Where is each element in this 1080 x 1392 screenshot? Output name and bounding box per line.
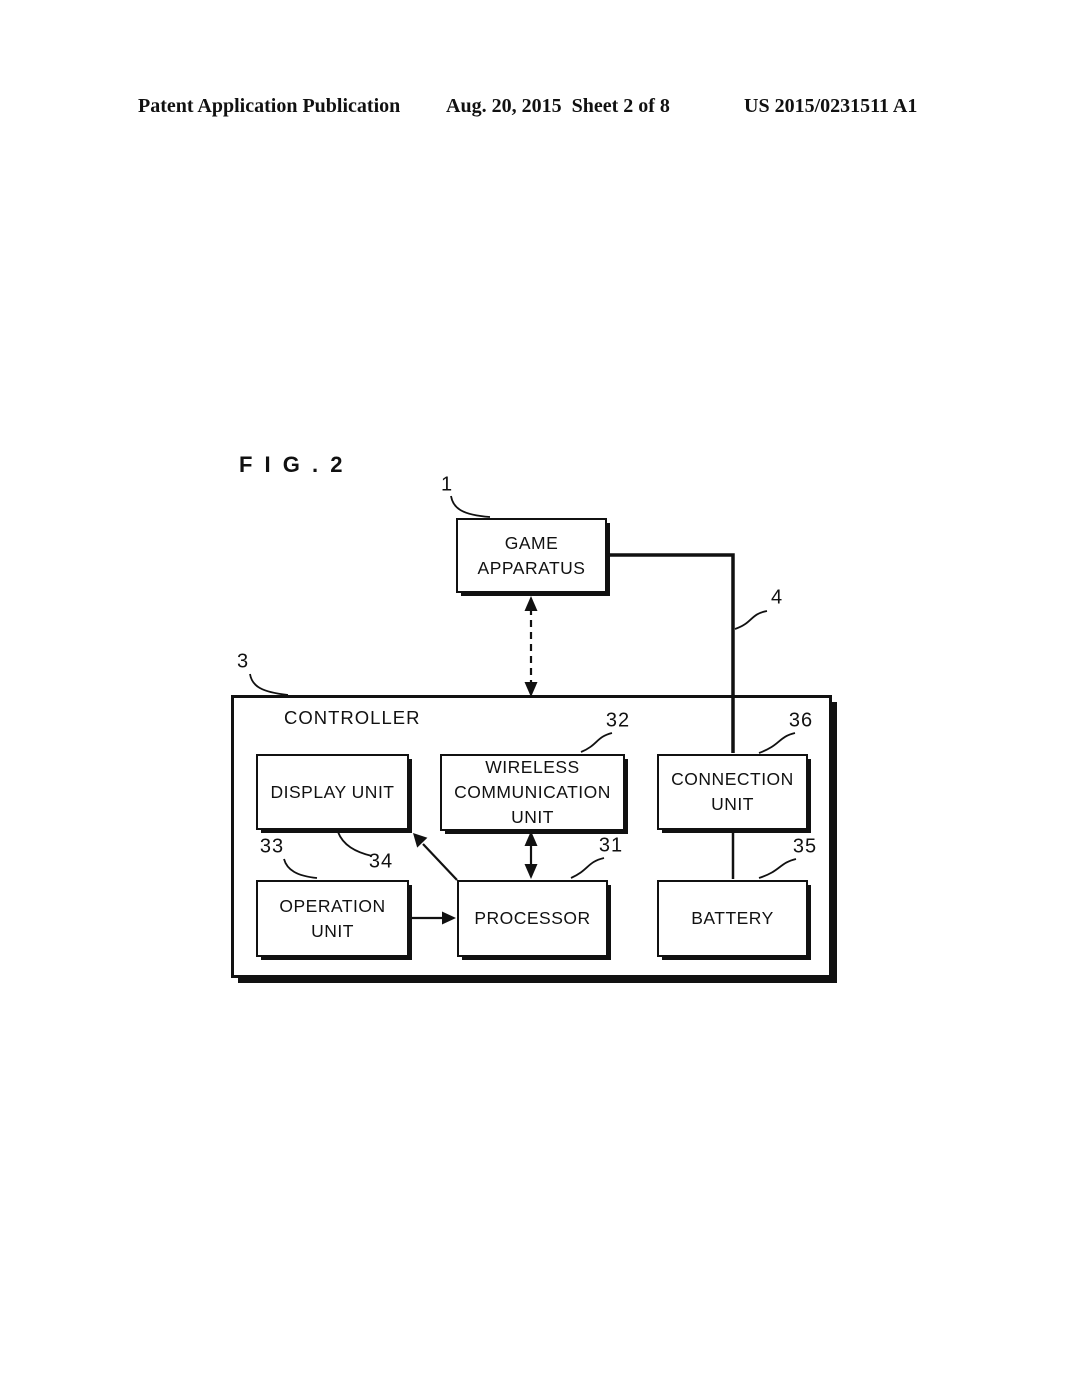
leader-ref-1 [450,495,491,518]
operation-unit-label: OPERATION UNIT [279,895,386,941]
leader-ref-3 [249,673,289,696]
wireless-communication-unit-label: WIRELESS COMMUNICATION UNIT [454,757,611,827]
box-connection-unit: CONNECTION UNIT [657,754,808,830]
battery-label: BATTERY [691,908,774,928]
ref-numeral-connection-unit: 36 [788,709,814,732]
ref-numeral-wired-connection: 4 [770,586,784,609]
box-battery: BATTERY [657,880,808,957]
display-unit-label: DISPLAY UNIT [270,781,395,802]
leader-ref-4 [734,610,768,630]
header-date-sheet: Aug. 20, 2015 Sheet 2 of 8 [446,95,670,117]
figure-label: F I G . 2 [239,452,346,477]
box-wireless-communication-unit: WIRELESS COMMUNICATION UNIT [440,754,625,831]
box-processor: PROCESSOR [457,880,608,957]
arrowhead-up-icon [524,596,538,611]
header-publication-number: US 2015/0231511 A1 [744,95,918,117]
ref-numeral-battery: 35 [792,835,818,858]
box-game-apparatus: GAME APPARATUS [456,518,607,593]
processor-label: PROCESSOR [474,908,591,928]
header-publication-type: Patent Application Publication [138,95,401,117]
box-display-unit: DISPLAY UNIT [256,754,409,830]
ref-numeral-wireless-communication-unit: 32 [605,709,631,732]
ref-numeral-display-unit: 34 [368,850,394,873]
ref-numeral-processor: 31 [598,834,624,857]
controller-label: CONTROLLER [284,707,421,728]
connection-unit-label: CONNECTION UNIT [671,769,794,814]
ref-numeral-game-apparatus: 1 [440,473,454,496]
ref-numeral-controller: 3 [236,650,250,673]
game-apparatus-label: GAME APPARATUS [477,532,586,578]
ref-numeral-operation-unit: 33 [259,835,285,858]
box-controller: CONTROLLER DISPLAY UNIT WIRELESS COMMUNI… [231,695,832,978]
box-operation-unit: OPERATION UNIT [256,880,409,957]
